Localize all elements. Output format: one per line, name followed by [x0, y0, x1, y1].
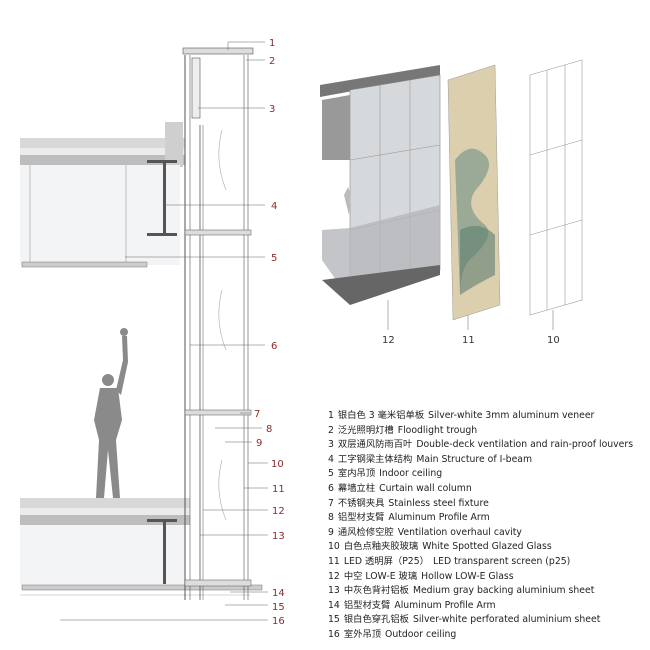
legend-zh: 室内吊顶: [337, 468, 376, 480]
legend-en: Outdoor ceiling: [385, 628, 457, 640]
callout-8: 8: [266, 424, 272, 435]
legend-en: Floodlight trough: [397, 424, 478, 436]
callout-1: 1: [269, 38, 275, 49]
legend-num: 13: [328, 585, 340, 597]
callout-7: 7: [254, 409, 260, 420]
legend-en: Aluminum Profile Arm: [394, 599, 496, 611]
legend-en: Stainless steel fixture: [388, 497, 489, 509]
exploded-callout-11: 11: [462, 335, 475, 346]
curtain-wall-section: [182, 47, 254, 600]
legend-en: Hollow LOW-E Glass: [421, 570, 514, 582]
callout-12: 12: [272, 506, 285, 517]
upper-floor-slab: [20, 122, 185, 268]
legend-en: Curtain wall column: [379, 482, 472, 494]
legend-num: 16: [328, 628, 340, 640]
legend-num: 14: [328, 599, 340, 611]
legend-num: 3: [328, 439, 334, 451]
legend-num: 1: [328, 410, 334, 421]
callout-11: 11: [272, 484, 285, 495]
section-callout-numbers: 1 2 3 4 5 6 7 8 9 10 11 12 13 14 15 16: [254, 38, 285, 627]
legend-num: 2: [328, 424, 334, 436]
legend-zh: 工字钢梁主体结构: [337, 453, 413, 465]
legend-num: 4: [328, 453, 334, 465]
exploded-low-e-glass-layer: [320, 65, 441, 330]
callout-6: 6: [271, 341, 277, 352]
legend-en: Double-deck ventilation and rain-proof l…: [416, 439, 634, 451]
legend-zh: 银白色 3 毫米铝单板: [337, 410, 425, 421]
legend-zh: 通风检修空腔: [337, 526, 394, 538]
lower-floor-slab: [20, 498, 263, 596]
legend-num: 7: [328, 497, 334, 509]
legend-en: Ventilation overhaul cavity: [397, 526, 522, 538]
callout-5: 5: [271, 253, 277, 264]
callout-leaders: [60, 41, 268, 621]
legend-en: Aluminum Profile Arm: [388, 512, 490, 524]
legend-zh: 不锈钢夹具: [337, 497, 385, 509]
legend-en: Main Structure of I-beam: [416, 453, 533, 465]
legend-en: LED transparent screen (p25): [432, 555, 571, 567]
callout-10: 10: [271, 459, 284, 470]
callout-4: 4: [271, 201, 277, 212]
legend-zh: 室外吊顶: [343, 628, 382, 640]
legend-num: 11: [328, 555, 340, 567]
legend-num: 6: [328, 482, 334, 494]
legend-num: 12: [328, 570, 340, 582]
legend-zh: 铝型材支臂: [343, 599, 391, 611]
callout-2: 2: [269, 56, 275, 67]
legend-zh: 银白色穿孔铝板: [343, 614, 409, 626]
legend-zh: 双层通风防雨百叶: [337, 439, 413, 451]
legend-num: 10: [328, 541, 340, 553]
legend-zh: 中空 LOW-E 玻璃: [343, 570, 418, 582]
human-scale-figure-icon: [94, 328, 128, 498]
legend-num: 15: [328, 614, 340, 626]
legend-en: Medium gray backing aluminium sheet: [412, 585, 595, 597]
callout-3: 3: [269, 104, 275, 115]
exploded-callout-10: 10: [547, 335, 560, 346]
legend-en: White Spotted Glazed Glass: [422, 541, 552, 553]
callout-13: 13: [272, 531, 285, 542]
legend-en: Silver-white 3mm aluminum veneer: [428, 410, 595, 421]
legend-zh: 泛光照明灯槽: [337, 424, 394, 436]
exploded-callout-12: 12: [382, 335, 395, 346]
legend-en: Indoor ceiling: [379, 468, 443, 480]
legend-num: 5: [328, 468, 334, 480]
callout-14: 14: [272, 588, 285, 599]
legend-zh: 中灰色背衬铝板: [343, 585, 409, 597]
callout-9: 9: [256, 438, 262, 449]
legend-zh: 白色点釉夹胶玻璃: [343, 541, 419, 553]
legend-zh: 铝型材支臂: [337, 512, 385, 524]
legend-en: Silver-white perforated aluminium sheet: [412, 614, 601, 626]
exploded-led-screen-layer: [447, 64, 501, 330]
exploded-callout-numbers: 12 11 10: [382, 335, 560, 346]
legend-num: 9: [328, 526, 334, 538]
callout-15: 15: [272, 602, 285, 613]
legend-zh: 幕墙立柱: [337, 482, 376, 494]
legend-num: 8: [328, 512, 334, 524]
exploded-spotted-glass-layer: [529, 59, 583, 330]
legend-zh: LED 透明屏（P25）: [343, 555, 429, 567]
i-beam: [147, 160, 177, 236]
callout-16: 16: [272, 616, 285, 627]
